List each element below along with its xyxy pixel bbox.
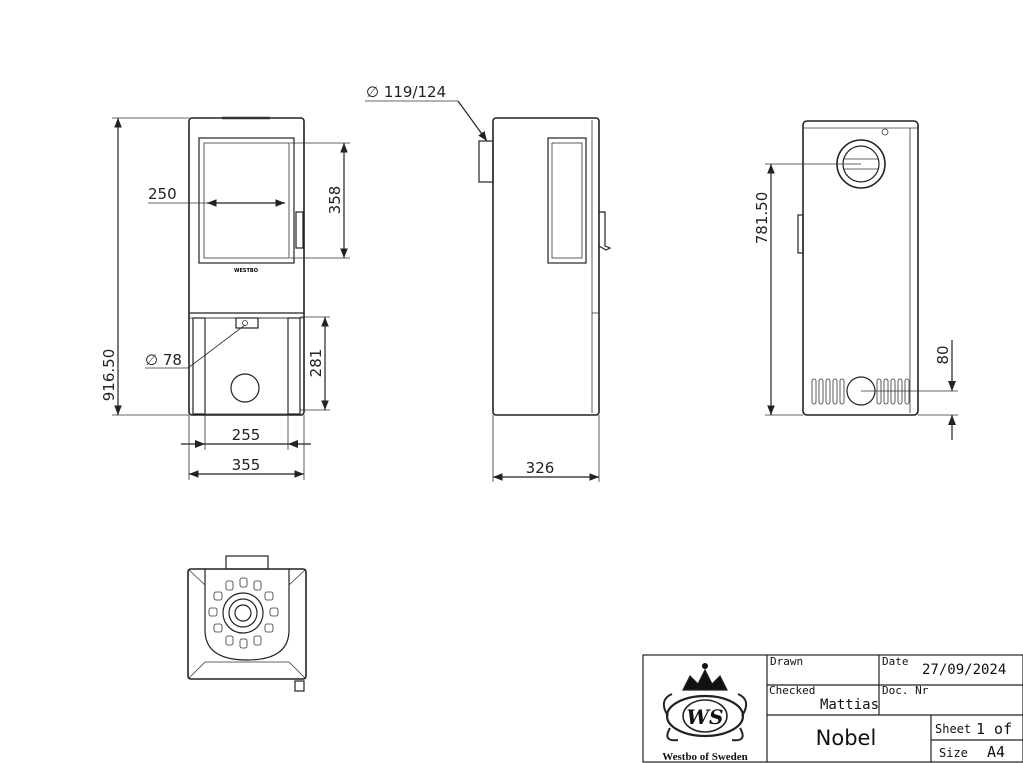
dim-total-height: 916.50 (100, 349, 118, 402)
date-label: Date (882, 655, 909, 668)
door-handle (295, 211, 304, 249)
dim-flue-dia: ∅ 119/124 (366, 83, 446, 101)
dim-window-width: 250 (148, 185, 177, 203)
front-view: WESTBO (188, 116, 305, 416)
rear-view (797, 120, 919, 416)
dim-total-width: 355 (232, 456, 261, 474)
logo-monogram: WS (687, 705, 724, 729)
sheet-label: Sheet (935, 722, 971, 736)
dim-window-height: 358 (326, 186, 344, 215)
date-value: 27/09/2024 (922, 662, 1006, 678)
outlet-circle (230, 373, 260, 403)
dim-air-inlet-height: 80 (934, 345, 952, 364)
flue-stub (478, 140, 494, 183)
brand-plate: WESTBO (234, 268, 258, 274)
door-window (198, 137, 295, 264)
drawing-title: Nobel (816, 726, 877, 750)
logo-text: Westbo of Sweden (662, 751, 748, 763)
side-window (547, 137, 587, 264)
side-dimensions: ∅ 119/124 326 (365, 83, 600, 482)
docnr-label: Doc. Nr (882, 684, 929, 697)
front-dimensions: 250 358 916.50 ∅ 78 281 255 355 (100, 117, 350, 480)
dim-base-width: 255 (232, 426, 261, 444)
burner-pattern (208, 577, 279, 649)
top-view (187, 555, 307, 692)
drawn-label: Drawn (770, 655, 803, 668)
dim-base-height: 281 (307, 349, 325, 378)
rear-dimensions: 781.50 80 (753, 163, 958, 440)
sheet-value: 1 of 1 (976, 720, 1023, 738)
title-block: WS Westbo of Sweden Drawn Date 27/09/202… (642, 654, 1023, 763)
dim-flue-height: 781.50 (753, 192, 771, 245)
westbo-logo: WS Westbo of Sweden (662, 663, 748, 763)
ash-lever (235, 317, 259, 329)
side-handle (598, 211, 612, 251)
dim-outlet-dia: ∅ 78 (145, 351, 182, 369)
checked-label: Checked (769, 684, 815, 697)
top-ash-knob (294, 680, 305, 692)
size-label: Size (939, 746, 968, 760)
side-view (478, 117, 612, 416)
dim-depth: 326 (526, 459, 555, 477)
size-value: A4 (987, 743, 1005, 761)
checked-value: Mattias (820, 697, 879, 713)
air-vents (811, 378, 910, 405)
